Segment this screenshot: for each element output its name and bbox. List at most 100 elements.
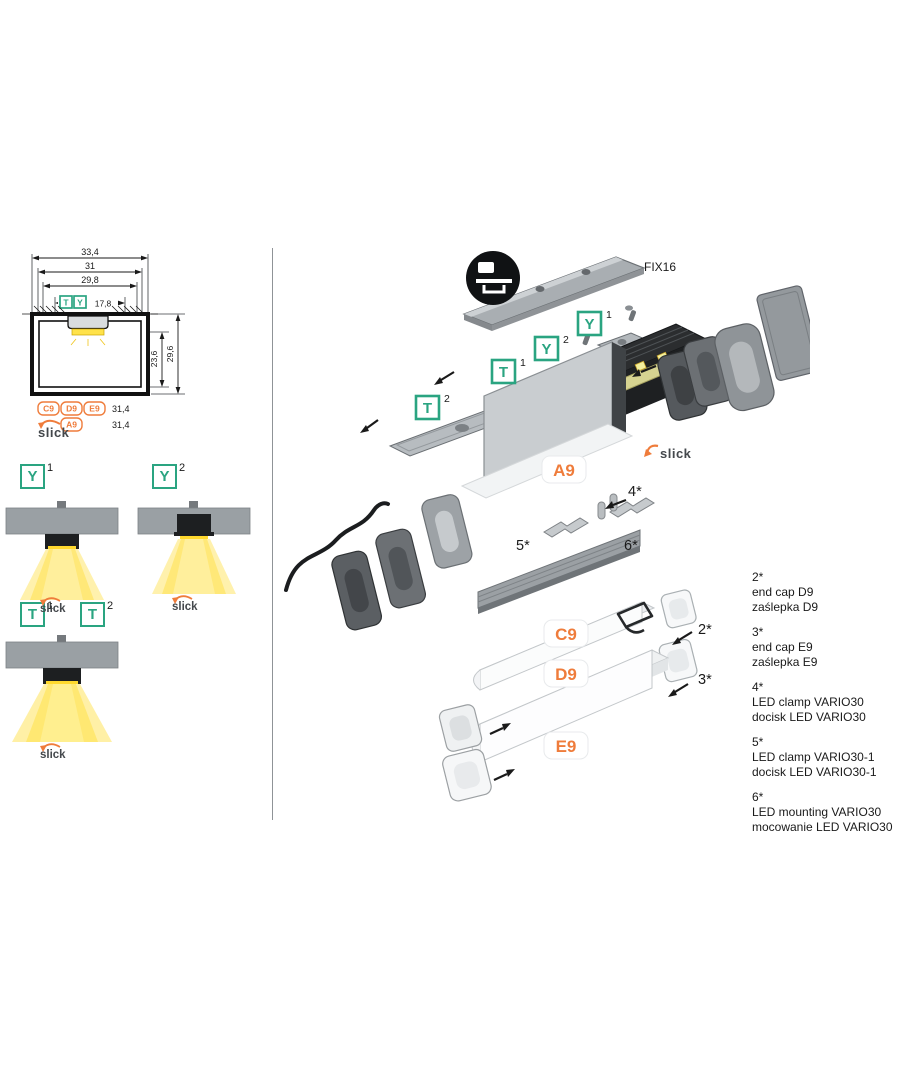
a9-label: A9 [541,455,587,484]
c9-pill: C9 [43,404,54,414]
legend-num: 6* [752,790,764,804]
variant-letter: T [80,602,105,627]
mount-illustration-y2: slick [137,501,251,613]
anchor-clip [189,501,198,508]
cover-plate-c9 [477,529,641,614]
mount-illustration-y1: slick [5,501,119,614]
profile-lip [174,532,214,536]
variant-letter: T [499,364,508,381]
led-chip [634,360,647,372]
brand-logo: slick [172,595,198,613]
brand-logo: slick [40,743,66,761]
variant-sup: 2 [179,462,186,474]
variant-sup: 1 [47,600,54,612]
fix16-label: FIX16 [644,260,676,274]
led-strip [71,328,105,336]
end-plate-flat [756,285,810,381]
end-cap-bottom-1 [438,704,483,752]
dim-outer-height: 29,6 [165,345,175,362]
legend-pl: docisk LED VARIO30-1 [752,765,877,779]
legend-item-5: 5* LED clamp VARIO30-1 docisk LED VARIO3… [752,735,910,780]
d9-pill: D9 [66,404,77,414]
legend-num: 4* [752,680,764,694]
legend-en: LED clamp VARIO30-1 [752,750,875,764]
profile-glow [48,546,76,549]
dim-inner-height: 23,6 [149,350,159,367]
dimension-lines [34,257,179,392]
variant-letter: Y [152,464,177,489]
profile-glow [46,681,78,684]
variant-label-y2: Y 2 [152,462,186,489]
e9-label: E9 [543,731,589,760]
variant-sup: 1 [520,357,526,369]
callout-3: 3* [698,672,712,688]
variant-sup: 1 [47,462,54,474]
end-cap-left-1 [331,550,383,631]
legend-pl: zaślepka D9 [752,600,819,614]
end-cap-d9-part [660,589,697,629]
legend-item-4: 4* LED clamp VARIO30 docisk LED VARIO30 [752,680,910,725]
profile [43,668,81,684]
end-cap-left-3 [421,494,473,569]
y-box [73,295,87,309]
brand-text: slick [40,749,66,761]
light-beam [12,684,112,742]
led-clamp-parts [543,493,655,538]
brand-text: slick [172,601,198,613]
variant-label-y1-exploded: Y 1 [576,309,612,337]
legend-num: 2* [752,570,764,584]
brand-text: slick [40,603,66,614]
ceiling-bar [5,507,119,535]
legend-num: 5* [752,735,764,749]
variant-label-t2-exploded: T 2 [414,393,450,421]
profile-recessed [177,514,211,534]
cross-section-drawing: 33,4 31 29,8 T Y 17,8 23,6 29,6 [22,247,185,440]
dim-mid-width: 31 [85,261,95,271]
end-cap-left-2 [375,528,427,609]
t-box [59,295,73,309]
mount-illustration-t: slick [5,635,119,761]
t-label: T [63,298,69,308]
anchor-clip [57,635,66,642]
variant-label-t1: T 1 [20,600,54,627]
legend-pl: mocowanie LED VARIO30 [752,820,893,834]
dim-covers-width: 31,4 [112,404,130,414]
d9-label: D9 [543,659,589,688]
ceiling-bar [5,641,119,669]
profile-glow [180,536,208,539]
end-cap-bottom-2 [442,748,492,802]
callout-5: 5* [516,538,530,554]
profile-body [30,312,150,396]
brand-logo-cross-section: slick [38,419,70,440]
cover-codes-row1: C9 D9 E9 31,4 [37,401,130,416]
legend-en: end cap E9 [752,640,813,654]
variant-letter: Y [584,316,594,333]
wire-clamp-d9 [616,601,654,634]
variant-sup: 1 [606,309,612,321]
callout-4: 4* [628,484,642,500]
brand-logo: slick [40,597,66,614]
legend-pl: docisk LED VARIO30 [752,710,866,724]
light-beam [20,549,104,600]
dim-outer-width: 33,4 [81,247,99,257]
assembly-arrows [360,364,693,781]
variant-label-y1: Y 1 [20,462,54,489]
variant-sup: 2 [563,334,569,346]
brand-text: slick [38,425,70,440]
exploded-assembly-drawing: FIX16 [284,251,810,802]
variant-sup: 2 [444,393,450,405]
legend: 2* end cap D9 zaślepka D9 3* end cap E9 … [752,570,910,845]
c9-label: C9 [543,619,589,648]
y-label: Y [77,298,83,308]
variant-label-t1-exploded: T 1 [490,357,526,385]
light-rays [70,338,106,346]
svg-text:D9: D9 [555,665,577,684]
power-cable [284,501,390,592]
svg-text:A9: A9 [553,461,575,480]
variant-label-t2: T 2 [80,600,113,627]
legend-item-3: 3* end cap E9 zaślepka E9 [752,625,910,670]
legend-en: LED clamp VARIO30 [752,695,864,709]
a9-pill: A9 [66,420,77,430]
svg-text:E9: E9 [556,737,577,756]
